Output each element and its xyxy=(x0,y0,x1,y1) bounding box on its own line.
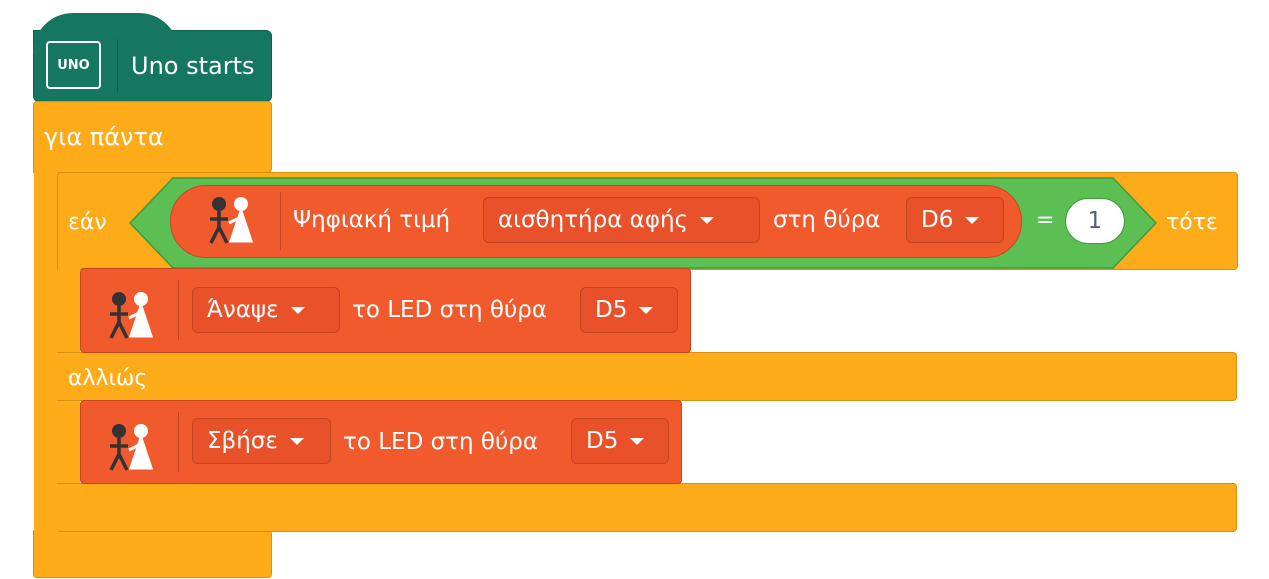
led-on-port-dropdown[interactable]: D5 xyxy=(580,287,678,333)
touch-sensor-icon xyxy=(209,197,254,244)
chevron-down-icon xyxy=(965,216,980,224)
port-label: στη θύρα xyxy=(773,207,881,233)
chevron-down-icon xyxy=(630,437,645,445)
led-off-port-dropdown[interactable]: D5 xyxy=(571,418,669,464)
chevron-down-icon xyxy=(700,216,715,224)
sensor-dropdown[interactable]: αισθητήρα αφής xyxy=(483,197,760,243)
led-off-action-dropdown[interactable]: Σβήσε xyxy=(192,418,331,464)
led-on-action-dropdown[interactable]: Άναψε xyxy=(192,287,340,333)
equals-operator: = xyxy=(1036,208,1055,233)
forever-block[interactable] xyxy=(33,101,272,173)
uno-board-icon: UNO xyxy=(46,41,101,89)
touch-sensor-icon xyxy=(109,292,154,339)
led-off-text: το LED στη θύρα xyxy=(343,429,539,455)
else-label: αλλιώς xyxy=(68,366,148,391)
forever-label: για πάντα xyxy=(44,123,164,151)
touch-sensor-icon xyxy=(109,424,154,471)
digital-value-label: Ψηφιακή τιμή xyxy=(293,207,451,233)
uno-starts-hat-block[interactable]: UNO Uno starts xyxy=(33,13,272,102)
led-on-text: το LED στη θύρα xyxy=(352,297,548,323)
chevron-down-icon xyxy=(289,437,304,445)
chevron-down-icon xyxy=(639,306,654,314)
compare-value-input[interactable]: 1 xyxy=(1065,198,1125,244)
condition-port-dropdown[interactable]: D6 xyxy=(906,197,1004,243)
hat-label: Uno starts xyxy=(131,52,255,80)
chevron-down-icon xyxy=(290,306,305,314)
if-label: εάν xyxy=(68,210,107,235)
then-label: τότε xyxy=(1166,210,1218,235)
